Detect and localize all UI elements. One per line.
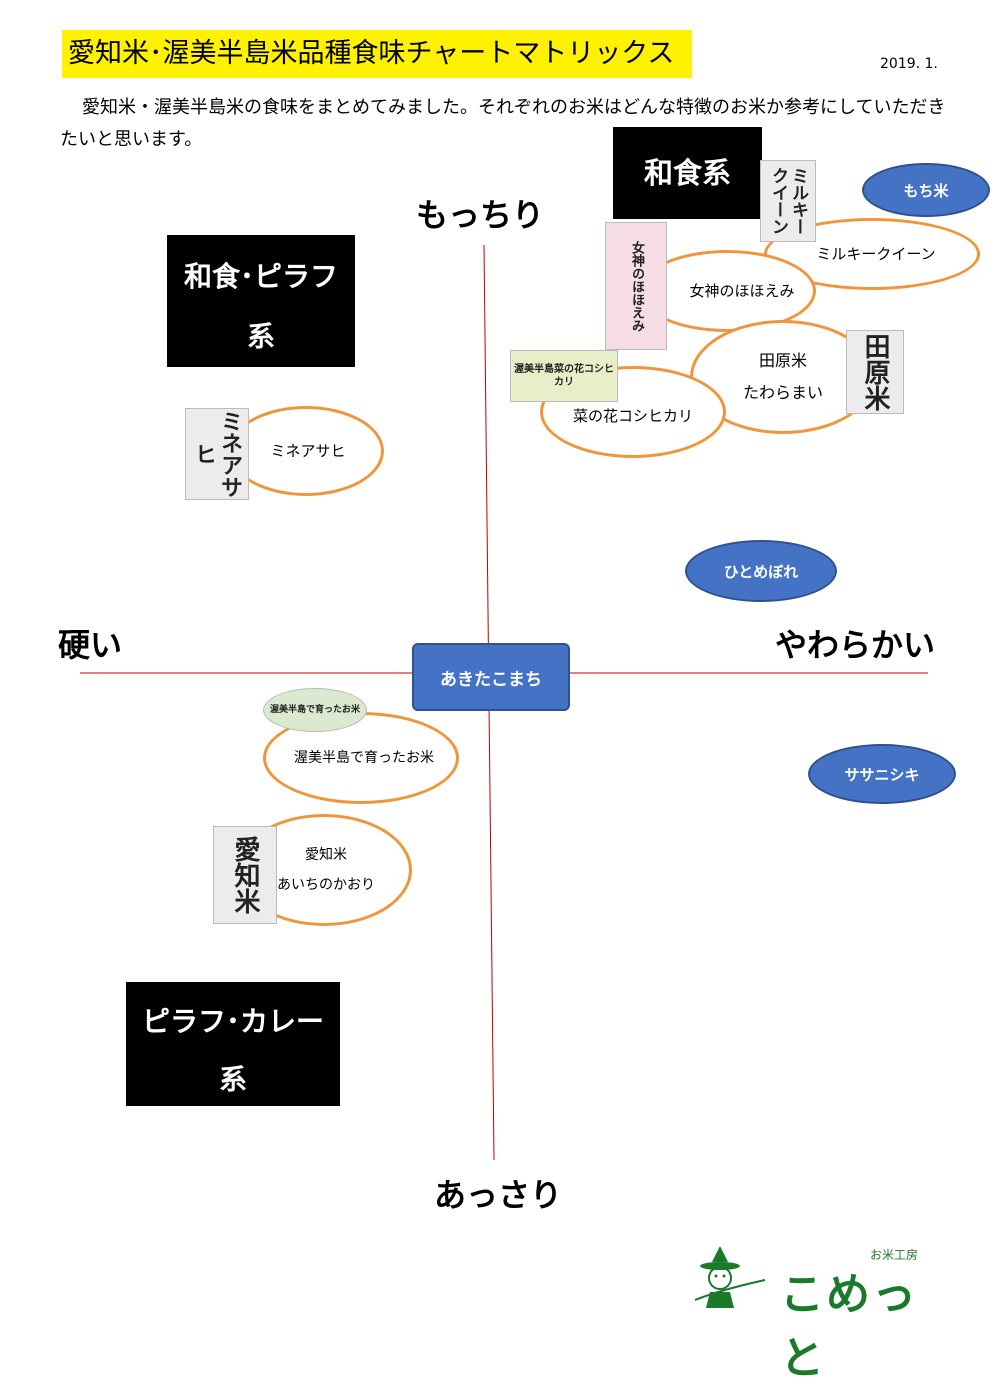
logo-subtitle: お米工房 bbox=[870, 1248, 919, 1262]
variety-hitomebore: ひとめぼれ bbox=[685, 540, 837, 602]
nanohana-sample-image: 渥美半島菜の花コシヒカリ bbox=[510, 350, 618, 402]
logo-character-icon bbox=[694, 1246, 766, 1308]
variety-mochi: もち米 bbox=[862, 163, 990, 217]
category-washoku-pilaf: 和食･ピラフ 系 bbox=[167, 235, 355, 367]
variety-sasanishiki: ササニシキ bbox=[808, 744, 956, 804]
axis-top-label: もっちり bbox=[416, 196, 545, 234]
category-washoku: 和食系 bbox=[613, 127, 762, 219]
category-pilaf-curry-line2: 系 bbox=[218, 1063, 247, 1096]
category-washoku-pilaf-line1: 和食･ピラフ bbox=[183, 260, 338, 293]
center-variety-akitakomachi: あきたこまち bbox=[412, 643, 570, 711]
megami-sample-image: 女神のほほえみ bbox=[605, 222, 667, 350]
category-pilaf-curry: ピラフ･カレー 系 bbox=[126, 982, 340, 1106]
logo: お米工房 こめっと bbox=[690, 1240, 950, 1384]
megami-sample-text: 女神のほほえみ bbox=[629, 240, 644, 332]
intro-text: 愛知米・渥美半島米の食味をまとめてみました。それぞれのお米はどんな特徴のお米か参… bbox=[60, 97, 946, 150]
mineasahi-sample-image: ミネアサヒ bbox=[185, 408, 249, 500]
date-label: 2019. 1. bbox=[880, 56, 938, 72]
variety-mineasahi: ミネアサヒ bbox=[228, 406, 384, 496]
page-title: 愛知米･渥美半島米品種食味チャートマトリックス bbox=[62, 30, 692, 78]
axis-right-label: やわらかい bbox=[775, 626, 936, 664]
aichi-sample-image: 愛知米 bbox=[213, 826, 277, 924]
variety-aichi-line1: 愛知米 bbox=[305, 847, 347, 863]
variety-tahara: 田原米 たわらまい bbox=[690, 320, 876, 434]
milky-queen-sample-image: ミルキークイーン bbox=[760, 160, 816, 242]
variety-tahara-line1: 田原米 bbox=[758, 351, 807, 370]
variety-tahara-line2: たわらまい bbox=[742, 383, 823, 402]
category-washoku-pilaf-line2: 系 bbox=[246, 320, 275, 353]
axis-left-label: 硬い bbox=[58, 626, 123, 664]
category-pilaf-curry-line1: ピラフ･カレー bbox=[141, 1005, 324, 1038]
logo-name: こめっと bbox=[780, 1269, 918, 1384]
atsumi-sample-image: 渥美半島で育ったお米 bbox=[263, 688, 367, 732]
variety-aichi-line2: あいちのかおり bbox=[277, 877, 375, 893]
tahara-sample-image: 田原米 bbox=[846, 330, 904, 414]
axis-bottom-label: あっさり bbox=[434, 1176, 563, 1214]
